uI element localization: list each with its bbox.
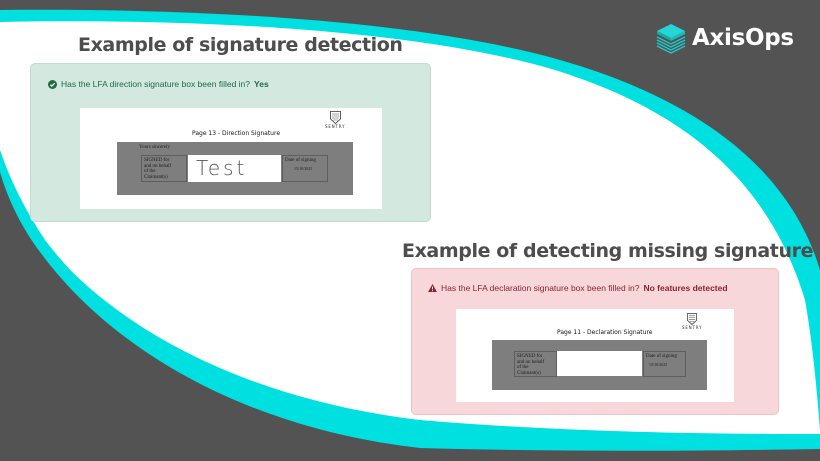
date-cell: Date of signing 15/10/2025 <box>643 351 686 377</box>
signed-label-cell: SIGNED for and on behalf of the Claimant… <box>141 155 187 182</box>
signed-label-line: Claimant(s) <box>144 174 168 180</box>
closing-text: Yours sincerely <box>139 145 171 150</box>
signature-box-empty <box>557 351 642 376</box>
sentry-label: SENTRY <box>325 124 346 129</box>
document-preview: Page 13 - Direction Signature SENTRY You… <box>80 108 382 209</box>
stacked-layers-icon <box>656 24 686 54</box>
signature-box-filled: Test <box>188 155 281 182</box>
signed-label-line: and on behalf <box>144 163 172 169</box>
signed-label-cell: SIGNED for and on behalf of the Claimant… <box>514 351 557 377</box>
detection-status: Has the LFA direction signature box been… <box>48 79 269 89</box>
signed-label-line: and on behalf <box>517 359 545 365</box>
date-value: 15/10/2025 <box>649 361 668 367</box>
signed-label-line: Claimant(s) <box>517 370 541 376</box>
signature-form: SIGNED for and on behalf of the Claimant… <box>492 340 707 390</box>
date-cell: Date of signing 15/10/2025 <box>282 155 328 182</box>
signature-form: Yours sincerely SIGNED for and on behalf… <box>117 142 353 195</box>
document-page-title: Page 11 - Declaration Signature <box>557 329 653 336</box>
document-preview: Page 11 - Declaration Signature SENTRY S… <box>456 309 734 402</box>
signed-label-line: SIGNED for <box>517 354 543 359</box>
section-title-missing-signature: Example of detecting missing signature <box>402 240 814 262</box>
document-page-title: Page 13 - Direction Signature <box>192 130 281 137</box>
status-question: Has the LFA declaration signature box be… <box>441 283 640 293</box>
sentry-logo: SENTRY <box>325 111 345 129</box>
signed-label-line: SIGNED for <box>144 158 170 163</box>
date-label: Date of signing <box>646 354 677 359</box>
detection-status: Has the LFA declaration signature box be… <box>428 283 728 293</box>
status-answer: Yes <box>254 79 269 89</box>
detection-result-panel-failure: Has the LFA declaration signature box be… <box>411 268 779 415</box>
warning-triangle-icon <box>428 284 437 292</box>
brand-name: AxisOps <box>692 25 794 51</box>
shield-logo-icon <box>329 111 341 124</box>
sentry-label: SENTRY <box>682 325 703 330</box>
date-label: Date of signing <box>285 158 316 163</box>
handwritten-signature: Test <box>196 156 248 180</box>
check-circle-icon <box>48 79 57 89</box>
section-title-signature-detection: Example of signature detection <box>78 34 403 56</box>
signed-label-line: of the <box>144 169 156 174</box>
detection-result-panel-success: Has the LFA direction signature box been… <box>30 63 431 222</box>
status-question: Has the LFA direction signature box been… <box>61 79 251 89</box>
status-answer: No features detected <box>643 283 728 293</box>
sentry-logo: SENTRY <box>682 313 702 330</box>
signed-label-line: of the <box>517 365 529 370</box>
axisops-logo: AxisOps <box>655 21 794 55</box>
date-value: 15/10/2025 <box>294 165 313 171</box>
shield-logo-icon <box>687 313 698 325</box>
